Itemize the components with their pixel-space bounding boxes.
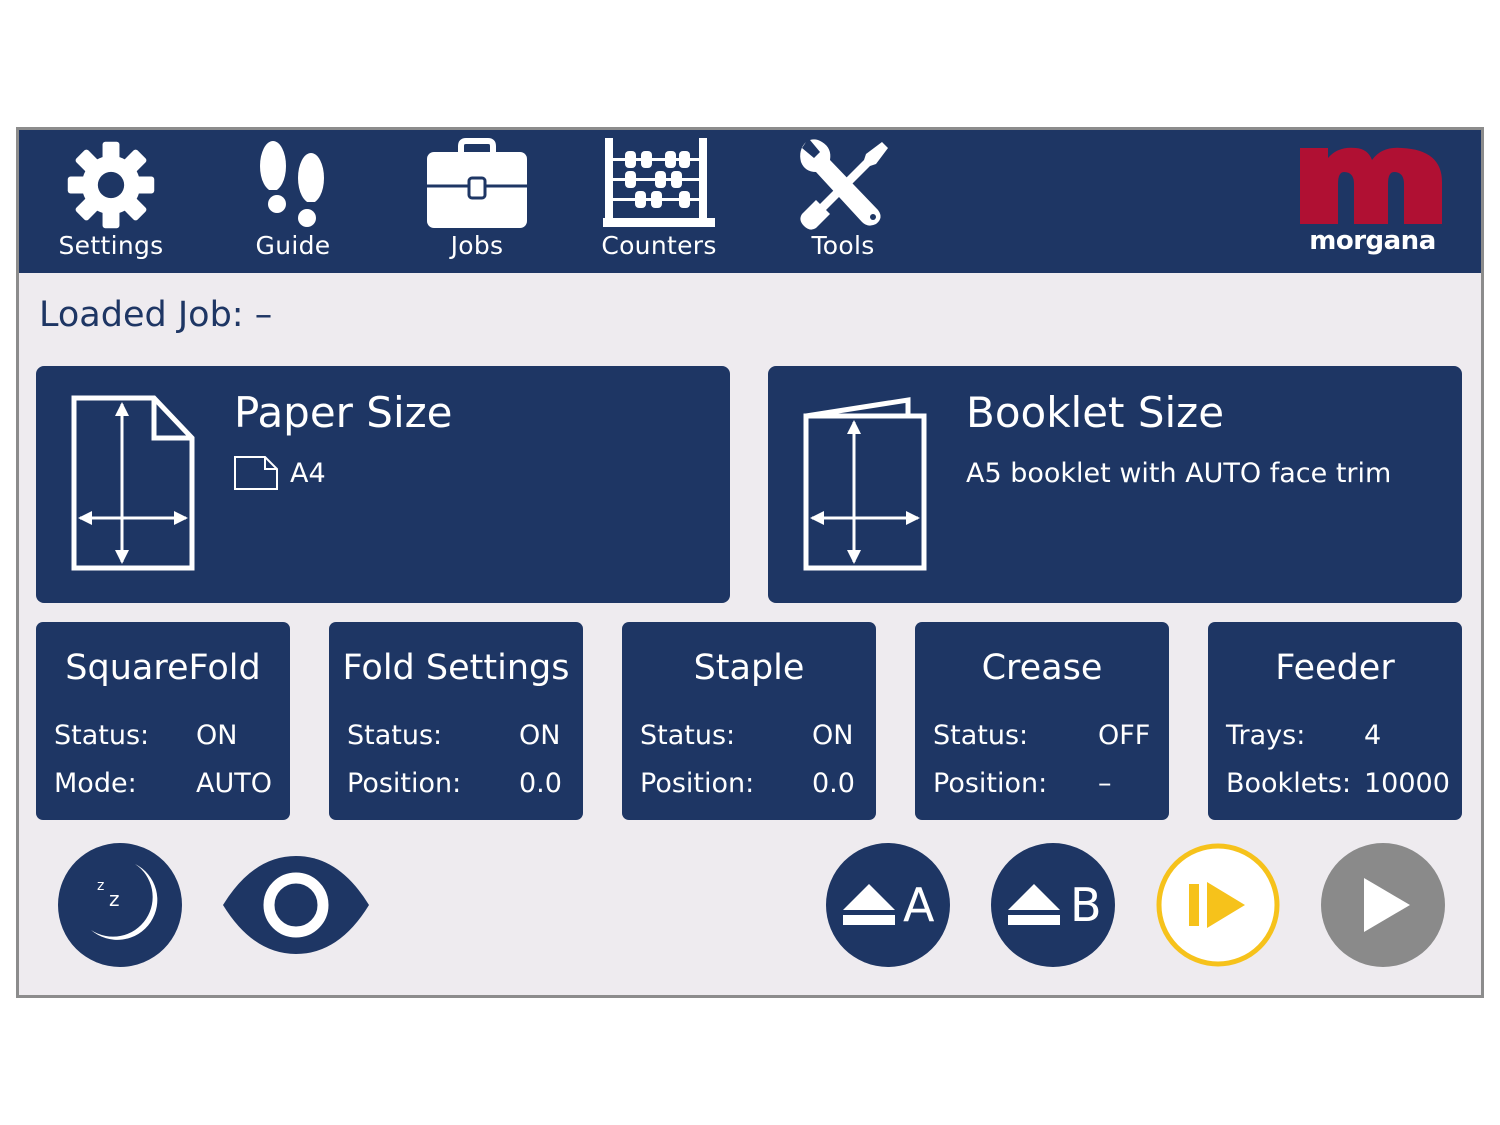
eject-a-button[interactable]: A xyxy=(825,842,951,968)
fold-position-row: Position: 0.0 xyxy=(347,768,565,804)
crease-status-row: Status: OFF xyxy=(933,720,1151,756)
play-icon xyxy=(1364,878,1410,932)
booklet-dimensions-icon xyxy=(803,397,927,571)
feeder-trays-row: Trays: 4 xyxy=(1226,720,1444,756)
feeder-tile[interactable]: Feeder Trays: 4 Booklets: 10000 xyxy=(1208,622,1462,820)
feeder-trays-value: 4 xyxy=(1364,720,1382,751)
feeder-booklets-label: Booklets: xyxy=(1226,768,1352,799)
nav-settings-label: Settings xyxy=(58,231,164,260)
crease-position-label: Position: xyxy=(933,768,1048,799)
booklet-size-panel[interactable]: Booklet Size A5 booklet with AUTO face t… xyxy=(768,366,1462,603)
paper-dimensions-icon xyxy=(71,395,195,571)
eject-b-label: B xyxy=(1070,878,1102,932)
crease-title: Crease xyxy=(981,648,1103,688)
booklet-size-value: A5 booklet with AUTO face trim xyxy=(966,458,1392,489)
squarefold-mode-value: AUTO xyxy=(196,768,272,799)
feeder-title: Feeder xyxy=(1275,648,1395,688)
loaded-job-line: Loaded Job: – xyxy=(39,295,272,335)
tools-icon xyxy=(800,139,888,230)
fold-position-label: Position: xyxy=(347,768,462,799)
fold-status-row: Status: ON xyxy=(347,720,565,756)
eject-icon xyxy=(826,843,950,967)
paper-size-title: Paper Size xyxy=(234,388,453,437)
feeder-trays-label: Trays: xyxy=(1226,720,1306,751)
nav-guide-label: Guide xyxy=(255,231,331,260)
fold-position-value: 0.0 xyxy=(519,768,562,799)
sleep-z-large: z xyxy=(109,887,120,911)
squarefold-title: SquareFold xyxy=(65,648,261,688)
feeder-booklets-row: Booklets: 10000 xyxy=(1226,768,1450,804)
crease-position-value: – xyxy=(1098,768,1112,799)
paper-size-value: A4 xyxy=(290,458,326,489)
loaded-job-value: – xyxy=(254,295,273,335)
logo-wordmark: morgana xyxy=(1309,226,1436,256)
staple-status-value: ON xyxy=(812,720,854,751)
morgana-m-mark xyxy=(1300,147,1442,224)
fold-status-label: Status: xyxy=(347,720,443,751)
squarefold-status-value: ON xyxy=(196,720,238,751)
step-play-icon xyxy=(1189,884,1199,926)
top-nav-bar: Settings Guide xyxy=(19,130,1481,273)
staple-status-label: Status: xyxy=(640,720,736,751)
nav-jobs[interactable]: Jobs xyxy=(402,130,552,273)
paper-size-panel[interactable]: Paper Size A4 xyxy=(36,366,730,603)
page-mini-icon xyxy=(234,456,278,490)
fold-settings-tile[interactable]: Fold Settings Status: ON Position: 0.0 xyxy=(329,622,583,820)
squarefold-tile[interactable]: SquareFold Status: ON Mode: AUTO xyxy=(36,622,290,820)
morgana-logo: morgana xyxy=(1300,142,1445,257)
fold-settings-title: Fold Settings xyxy=(342,648,570,688)
fold-status-value: ON xyxy=(519,720,561,751)
booklet-size-title: Booklet Size xyxy=(966,388,1225,437)
feeder-booklets-value: 10000 xyxy=(1364,768,1450,799)
eject-a-label: A xyxy=(903,878,935,932)
nav-counters-label: Counters xyxy=(601,231,717,260)
briefcase-icon xyxy=(427,138,527,228)
eject-b-button[interactable]: B xyxy=(990,842,1116,968)
staple-status-row: Status: ON xyxy=(640,720,858,756)
sleep-z-small: z xyxy=(97,878,104,894)
crease-status-value: OFF xyxy=(1098,720,1151,751)
preview-button[interactable] xyxy=(221,854,371,956)
squarefold-status-label: Status: xyxy=(54,720,150,751)
staple-position-row: Position: 0.0 xyxy=(640,768,858,804)
footprints-icon xyxy=(260,141,324,227)
device-screen: Settings Guide xyxy=(16,127,1484,998)
nav-guide[interactable]: Guide xyxy=(218,130,368,273)
resume-button[interactable] xyxy=(1155,842,1281,968)
abacus-icon xyxy=(603,138,715,227)
eye-icon xyxy=(223,856,369,954)
nav-counters[interactable]: Counters xyxy=(584,130,734,273)
squarefold-mode-label: Mode: xyxy=(54,768,137,799)
crease-position-row: Position: – xyxy=(933,768,1151,804)
gear-icon xyxy=(67,141,155,229)
staple-position-label: Position: xyxy=(640,768,755,799)
crease-tile[interactable]: Crease Status: OFF Position: – xyxy=(915,622,1169,820)
nav-tools[interactable]: Tools xyxy=(768,130,918,273)
nav-jobs-label: Jobs xyxy=(450,231,504,260)
staple-tile[interactable]: Staple Status: ON Position: 0.0 xyxy=(622,622,876,820)
loaded-job-label: Loaded Job: xyxy=(39,295,244,335)
squarefold-mode-row: Mode: AUTO xyxy=(54,768,272,804)
eject-icon xyxy=(991,843,1115,967)
nav-tools-label: Tools xyxy=(811,231,875,260)
crease-status-label: Status: xyxy=(933,720,1029,751)
staple-position-value: 0.0 xyxy=(812,768,855,799)
nav-settings[interactable]: Settings xyxy=(36,130,186,273)
squarefold-status-row: Status: ON xyxy=(54,720,272,756)
staple-title: Staple xyxy=(693,648,805,688)
start-button[interactable] xyxy=(1320,842,1446,968)
sleep-button[interactable]: z z xyxy=(57,842,183,968)
